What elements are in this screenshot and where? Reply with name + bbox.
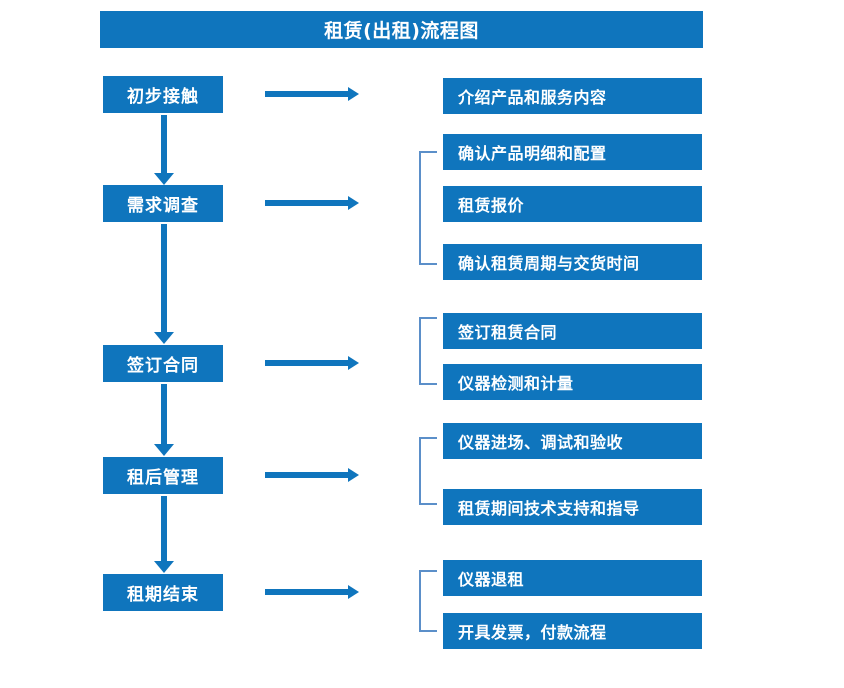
detail-box-5[interactable]: 签订租赁合同: [443, 313, 702, 349]
stage-box-4[interactable]: 租后管理: [103, 457, 223, 494]
right-arrow-3-head: [348, 356, 359, 370]
detail-box-9[interactable]: 仪器退租: [443, 560, 702, 596]
down-arrow-3-head: [154, 444, 174, 456]
down-arrow-4-head: [154, 561, 174, 573]
right-arrow-4-shaft: [265, 472, 348, 478]
down-arrow-2-head: [154, 332, 174, 344]
right-arrow-5-shaft: [265, 589, 348, 595]
down-arrow-3-shaft: [161, 384, 167, 444]
stage-box-2[interactable]: 需求调查: [103, 185, 223, 222]
stage-box-3[interactable]: 签订合同: [103, 345, 223, 382]
group-bracket-1: [419, 151, 437, 265]
right-arrow-1-shaft: [265, 91, 348, 97]
detail-box-10[interactable]: 开具发票，付款流程: [443, 613, 702, 649]
down-arrow-4: [154, 496, 174, 573]
right-arrow-2-head: [348, 196, 359, 210]
down-arrow-1-shaft: [161, 115, 167, 173]
detail-box-7[interactable]: 仪器进场、调试和验收: [443, 423, 702, 459]
stage-box-5[interactable]: 租期结束: [103, 574, 223, 611]
right-arrow-5-head: [348, 585, 359, 599]
right-arrow-2-shaft: [265, 200, 348, 206]
right-arrow-4-head: [348, 468, 359, 482]
group-bracket-2: [419, 317, 437, 385]
right-arrow-1: [265, 87, 359, 101]
detail-box-2[interactable]: 确认产品明细和配置: [443, 134, 702, 170]
right-arrow-2: [265, 196, 359, 210]
group-bracket-4: [419, 570, 437, 632]
detail-box-1[interactable]: 介绍产品和服务内容: [443, 78, 702, 114]
right-arrow-5: [265, 585, 359, 599]
right-arrow-3-shaft: [265, 360, 348, 366]
down-arrow-1-head: [154, 173, 174, 185]
down-arrow-2-shaft: [161, 224, 167, 332]
down-arrow-2: [154, 224, 174, 344]
down-arrow-4-shaft: [161, 496, 167, 561]
detail-box-6[interactable]: 仪器检测和计量: [443, 364, 702, 400]
down-arrow-1: [154, 115, 174, 185]
diagram-title: 租赁(出租)流程图: [100, 11, 703, 48]
down-arrow-3: [154, 384, 174, 456]
stage-box-1[interactable]: 初步接触: [103, 76, 223, 113]
detail-box-8[interactable]: 租赁期间技术支持和指导: [443, 489, 702, 525]
right-arrow-1-head: [348, 87, 359, 101]
detail-box-4[interactable]: 确认租赁周期与交货时间: [443, 244, 702, 280]
group-bracket-3: [419, 437, 437, 505]
right-arrow-4: [265, 468, 359, 482]
detail-box-3[interactable]: 租赁报价: [443, 186, 702, 222]
right-arrow-3: [265, 356, 359, 370]
